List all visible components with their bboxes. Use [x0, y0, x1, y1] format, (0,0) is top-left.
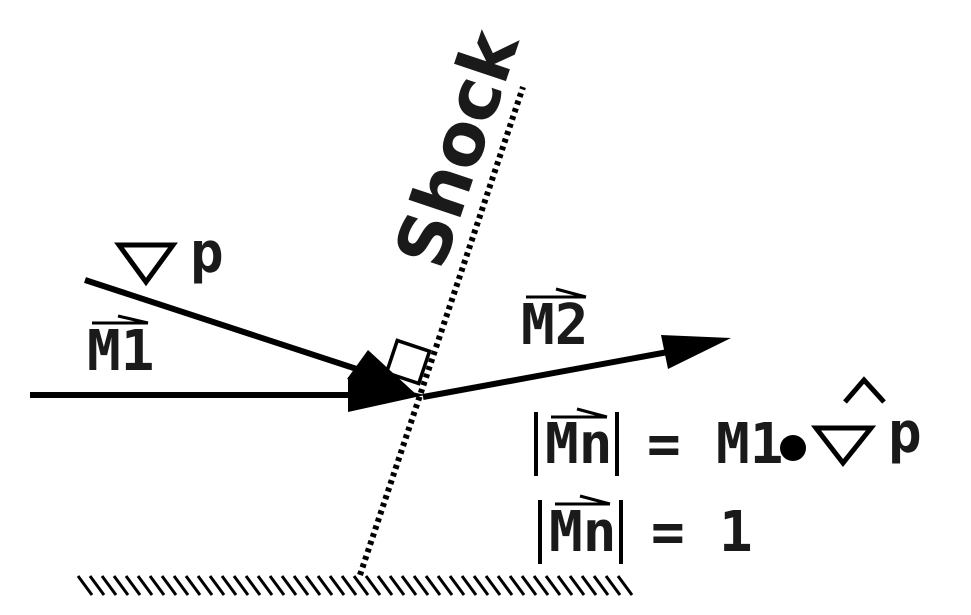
equals-sign: =	[647, 412, 681, 477]
hatch-stroke	[244, 575, 262, 596]
hatch-stroke	[568, 575, 586, 596]
hatch-stroke	[412, 575, 430, 596]
hatch-stroke	[556, 575, 574, 596]
hatch-stroke	[88, 575, 106, 596]
right-angle-icon	[384, 338, 432, 386]
wall-hatching	[76, 575, 634, 596]
hat-icon	[843, 376, 886, 404]
hatch-stroke	[280, 575, 298, 596]
grad-p-variable: p	[190, 221, 224, 286]
shock-label: Shock	[378, 18, 535, 277]
hatch-stroke	[592, 575, 610, 596]
hatch-stroke	[184, 575, 202, 596]
mn-symbol: Mn	[545, 412, 612, 477]
hatch-stroke	[124, 575, 142, 596]
hatch-stroke	[196, 575, 214, 596]
hatch-stroke	[340, 575, 358, 596]
nabla-icon	[810, 425, 877, 468]
hatch-stroke	[364, 575, 382, 596]
grad-p-arrowhead	[347, 350, 418, 396]
vector-arrow-icon	[526, 287, 587, 299]
hatch-stroke	[352, 575, 370, 596]
vector-arrow-icon	[551, 407, 608, 419]
hatch-stroke	[460, 575, 478, 596]
hatch-stroke	[376, 575, 394, 596]
hatch-stroke	[436, 575, 454, 596]
hatch-stroke	[160, 575, 178, 596]
equals-sign: =	[651, 500, 685, 565]
hatch-stroke	[388, 575, 406, 596]
m2-flow-line	[422, 349, 669, 400]
hatch-stroke	[604, 575, 622, 596]
hatch-stroke	[292, 575, 310, 596]
m2-label: M2	[521, 293, 588, 358]
hatch-stroke	[508, 575, 526, 596]
hatch-stroke	[76, 575, 94, 596]
hatch-stroke	[448, 575, 466, 596]
vector-arrow-icon	[555, 494, 611, 506]
hatch-stroke	[400, 575, 418, 596]
hatch-stroke	[472, 575, 490, 596]
hatch-stroke	[136, 575, 154, 596]
dot-product-icon	[780, 435, 806, 461]
m1-term: M1	[716, 412, 783, 477]
hatch-stroke	[496, 575, 514, 596]
equation-sonic-condition: Mn = 1	[538, 494, 753, 565]
hatch-stroke	[112, 575, 130, 596]
hatch-stroke	[208, 575, 226, 596]
vector-arrow-icon	[92, 314, 149, 325]
m1-arrowhead	[348, 377, 425, 412]
hatch-stroke	[616, 575, 634, 596]
hatch-stroke	[316, 575, 334, 596]
hatch-stroke	[220, 575, 238, 596]
shock-line	[357, 86, 526, 576]
nabla-icon	[114, 242, 178, 287]
hatch-stroke	[100, 575, 118, 596]
hatch-stroke	[328, 575, 346, 596]
hatch-stroke	[424, 575, 442, 596]
grad-p-direction-line	[84, 277, 373, 377]
p-term: p	[888, 401, 922, 466]
hatch-stroke	[268, 575, 286, 596]
hatch-stroke	[304, 575, 322, 596]
hatch-stroke	[544, 575, 562, 596]
hatch-stroke	[580, 575, 598, 596]
m1-label: M1	[87, 319, 154, 384]
hatch-stroke	[520, 575, 538, 596]
hatch-stroke	[148, 575, 166, 596]
hatch-stroke	[172, 575, 190, 596]
hatch-stroke	[232, 575, 250, 596]
m2-arrowhead	[661, 335, 731, 369]
hatch-stroke	[256, 575, 274, 596]
equation-normal-mach: Mn = M1 p	[534, 376, 922, 477]
hatch-stroke	[532, 575, 550, 596]
sonic-value: 1	[719, 500, 753, 565]
mn-symbol: Mn	[549, 500, 616, 565]
hatch-stroke	[484, 575, 502, 596]
